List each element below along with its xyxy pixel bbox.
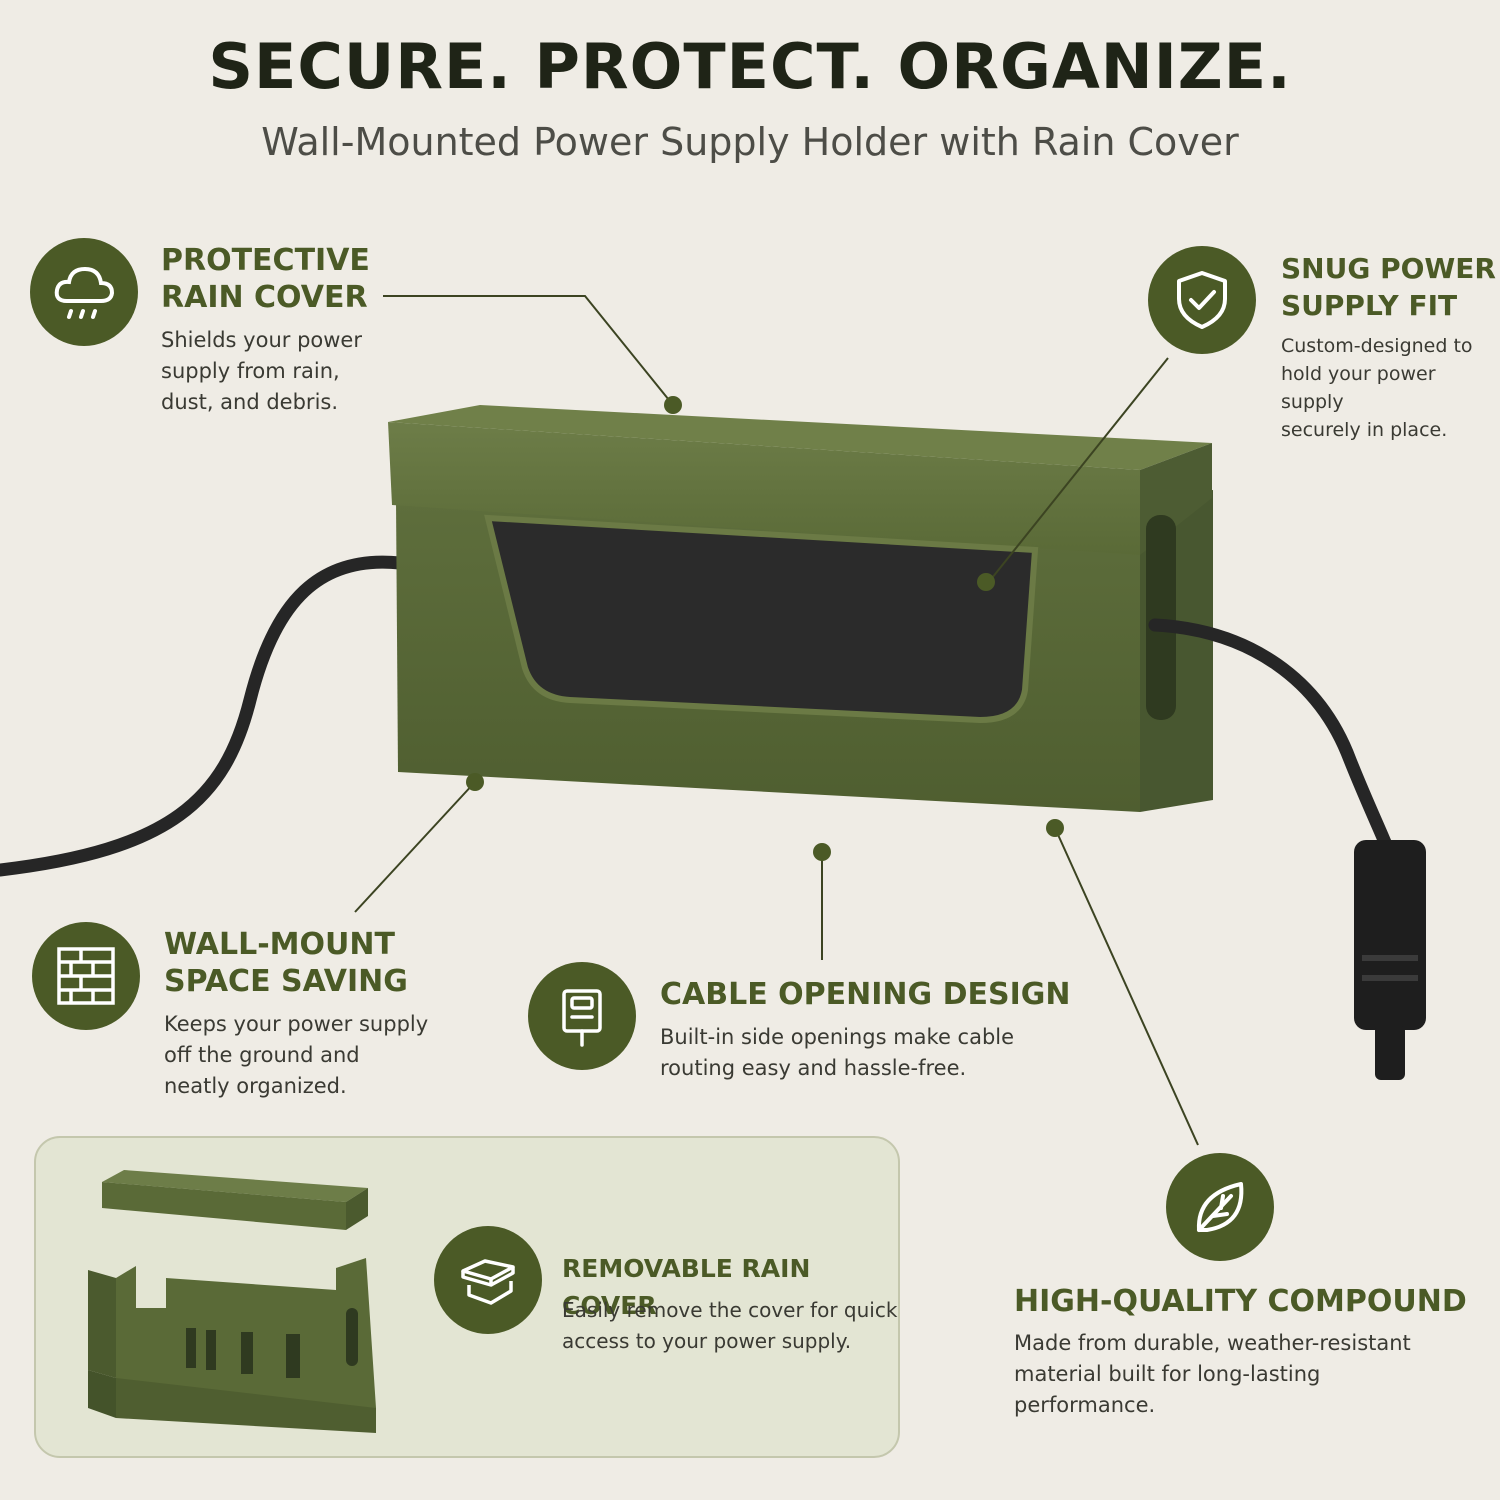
- callout-dot-wall-mount: [466, 773, 484, 791]
- snug-fit-title: SNUG POWER SUPPLY FIT: [1281, 252, 1496, 322]
- box-lid-top: [388, 405, 1212, 470]
- rain-cloud-icon: [30, 238, 138, 346]
- removable-lid-icon: [434, 1226, 542, 1334]
- cable-connector: [1354, 840, 1426, 1030]
- subheadline: Wall-Mounted Power Supply Holder with Ra…: [261, 120, 1239, 164]
- headline: SECURE. PROTECT. ORGANIZE.: [208, 30, 1292, 103]
- snug-fit-description: Custom-designed to hold your power suppl…: [1281, 335, 1473, 441]
- rain-cover-description: Shields your power supply from rain, dus…: [161, 328, 362, 414]
- shield-check-icon: [1148, 246, 1256, 354]
- wall-mount-title: WALL-MOUNT SPACE SAVING: [164, 927, 408, 999]
- rain-cover-title: PROTECTIVE RAIN COVER: [161, 243, 370, 315]
- cable-opening-description: Built-in side openings make cable routin…: [660, 1025, 1015, 1080]
- leaf-icon: [1166, 1153, 1274, 1261]
- cable-box-icon: [528, 962, 636, 1070]
- power-supply-window: [484, 514, 1039, 724]
- removable-cover-description: Easily remove the cover for quick access…: [562, 1298, 898, 1353]
- left-cable: [0, 555, 407, 877]
- callout-dot-rain-cover: [664, 396, 682, 414]
- disassembled-holder-illustration: [88, 1170, 376, 1433]
- right-cable: [1148, 618, 1399, 867]
- box-lid-front: [388, 422, 1140, 555]
- removable-cover-title: REMOVABLE RAIN COVER: [562, 1254, 811, 1320]
- callout-dot-cable-opening: [813, 843, 831, 861]
- cable-opening-title: CABLE OPENING DESIGN: [660, 977, 1071, 1012]
- callout-dot-compound: [1046, 819, 1064, 837]
- compound-description: Made from durable, weather-resistant mat…: [1014, 1331, 1411, 1417]
- callout-dot-snug-fit: [977, 573, 995, 591]
- cable-slot: [1146, 515, 1176, 720]
- wall-mount-description: Keeps your power supply off the ground a…: [164, 1012, 429, 1098]
- compound-title: HIGH-QUALITY COMPOUND: [1014, 1284, 1467, 1319]
- removable-cover-panel: REMOVABLE RAIN COVER Easily remove the c…: [34, 1136, 900, 1458]
- brick-wall-icon: [32, 922, 140, 1030]
